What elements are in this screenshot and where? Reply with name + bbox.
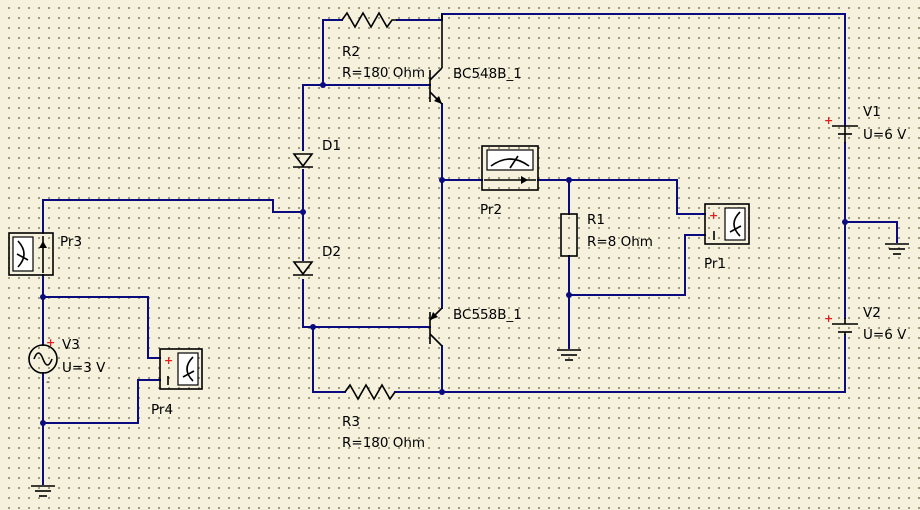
q1-label: BC548B_1 bbox=[453, 66, 522, 82]
transistor-q2-pnp[interactable]: BC558B_1 bbox=[429, 307, 522, 347]
diode-d1[interactable]: D1 bbox=[292, 138, 341, 168]
v3-plus-sign: + bbox=[46, 336, 55, 349]
junctions bbox=[40, 82, 848, 426]
pr3-label: Pr3 bbox=[60, 234, 82, 250]
v3-value: U=3 V bbox=[62, 360, 106, 376]
resistor-r2[interactable]: R2 R=180 Ohm bbox=[341, 11, 425, 81]
ground-icon bbox=[557, 349, 581, 361]
meter-face-icon bbox=[724, 207, 746, 241]
transistor-q1-npn[interactable]: BC548B_1 bbox=[429, 14, 522, 105]
v2-value: U=6 V bbox=[863, 327, 907, 343]
r1-value: R=8 Ohm bbox=[587, 234, 653, 250]
q2-label: BC558B_1 bbox=[453, 307, 522, 323]
pr1-plus-sign: + bbox=[709, 209, 718, 222]
r2-value: R=180 Ohm bbox=[342, 65, 425, 81]
pr2-label: Pr2 bbox=[480, 202, 502, 218]
resistor-r3[interactable]: R3 R=180 Ohm bbox=[342, 383, 425, 451]
v2-label: V2 bbox=[863, 305, 881, 321]
voltmeter-probe-pr4[interactable]: + Pr4 bbox=[151, 348, 203, 418]
d1-label: D1 bbox=[322, 138, 341, 154]
diode-d2[interactable]: D2 bbox=[292, 244, 341, 276]
pr4-label: Pr4 bbox=[151, 402, 173, 418]
r3-label: R3 bbox=[342, 414, 360, 430]
r3-value: R=180 Ohm bbox=[342, 435, 425, 451]
ground-icon bbox=[885, 243, 909, 255]
v1-label: V1 bbox=[863, 104, 881, 120]
resistor-r1[interactable]: R1 R=8 Ohm bbox=[560, 212, 653, 257]
ground-icon bbox=[31, 485, 55, 497]
v1-plus-sign: + bbox=[824, 114, 833, 127]
v1-value: U=6 V bbox=[863, 127, 907, 143]
r2-label: R2 bbox=[342, 44, 360, 60]
v3-minus-sign: - bbox=[46, 375, 50, 388]
dc-source-v2[interactable]: + V2 U=6 V bbox=[824, 305, 907, 343]
v2-plus-sign: + bbox=[824, 312, 833, 325]
ac-source-v3[interactable]: + - V3 U=3 V bbox=[28, 336, 106, 388]
pr4-plus-sign: + bbox=[164, 354, 173, 367]
d2-label: D2 bbox=[322, 244, 341, 260]
meter-face-icon bbox=[177, 352, 199, 386]
wires bbox=[42, 13, 898, 485]
v3-label: V3 bbox=[62, 337, 80, 353]
meter-face-icon bbox=[486, 149, 534, 171]
ammeter-probe-pr3[interactable]: Pr3 bbox=[8, 232, 82, 276]
pr1-label: Pr1 bbox=[704, 256, 726, 272]
meter-face-icon bbox=[12, 236, 34, 272]
voltmeter-probe-pr1[interactable]: + Pr1 bbox=[704, 203, 750, 272]
ammeter-probe-pr2[interactable]: Pr2 bbox=[480, 145, 539, 218]
dc-source-v1[interactable]: + V1 U=6 V bbox=[824, 104, 907, 143]
r1-label: R1 bbox=[587, 212, 605, 228]
